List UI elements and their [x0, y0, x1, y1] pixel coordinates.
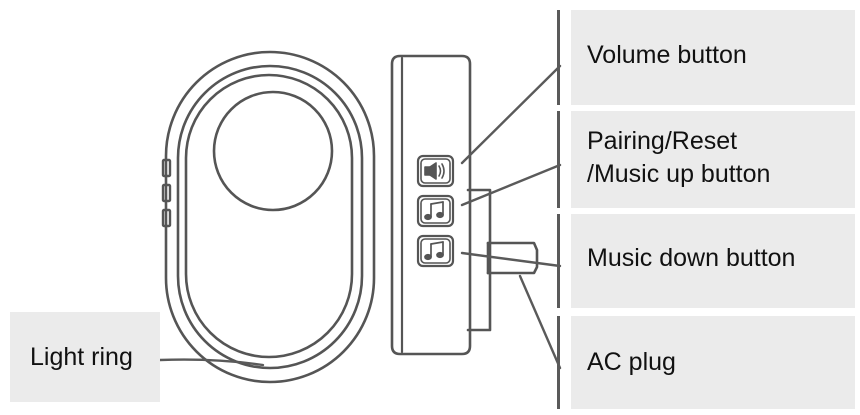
receiver-side-body — [390, 54, 472, 356]
label-volume-button: Volume button — [571, 10, 855, 105]
receiver-inner-panel — [184, 73, 354, 359]
leader-pairing — [460, 163, 562, 207]
leader-light-ring — [158, 358, 265, 367]
music-down-button — [416, 234, 455, 268]
plug-housing — [466, 188, 492, 332]
divider-volume — [557, 10, 560, 105]
label-music-down-text: Music down button — [587, 244, 796, 272]
volume-button — [416, 154, 455, 188]
leader-volume — [460, 64, 562, 165]
label-light-ring: Light ring — [10, 312, 160, 402]
label-light-ring-text: Light ring — [30, 343, 133, 371]
divider-pairing — [557, 111, 560, 208]
label-ac-plug: AC plug — [571, 316, 855, 409]
ac-plug — [486, 241, 539, 275]
side-buttons-stub — [161, 158, 172, 228]
divider-music-down — [557, 214, 560, 308]
label-volume-text: Volume button — [587, 41, 747, 69]
receiver-outer-shell — [164, 50, 376, 384]
label-pairing-line2: /Music up button — [587, 160, 771, 188]
label-ac-plug-text: AC plug — [587, 348, 676, 376]
leader-ac-plug — [518, 274, 562, 370]
leader-music-down — [460, 251, 562, 268]
music-note-icon — [424, 241, 444, 261]
divider-ac-plug — [557, 316, 560, 409]
light-ring — [176, 64, 364, 370]
music-up-button — [416, 194, 455, 228]
leader-lines — [158, 64, 562, 370]
receiver-side-view — [390, 54, 539, 356]
label-music-down-button: Music down button — [571, 214, 855, 308]
music-note-icon — [424, 201, 444, 221]
receiver-front-view — [161, 50, 376, 384]
label-pairing-line1: Pairing/Reset — [587, 127, 738, 155]
speaker-grille — [212, 90, 334, 212]
label-pairing-reset: Pairing/Reset /Music up button — [571, 111, 855, 208]
speaker-icon — [424, 162, 445, 180]
